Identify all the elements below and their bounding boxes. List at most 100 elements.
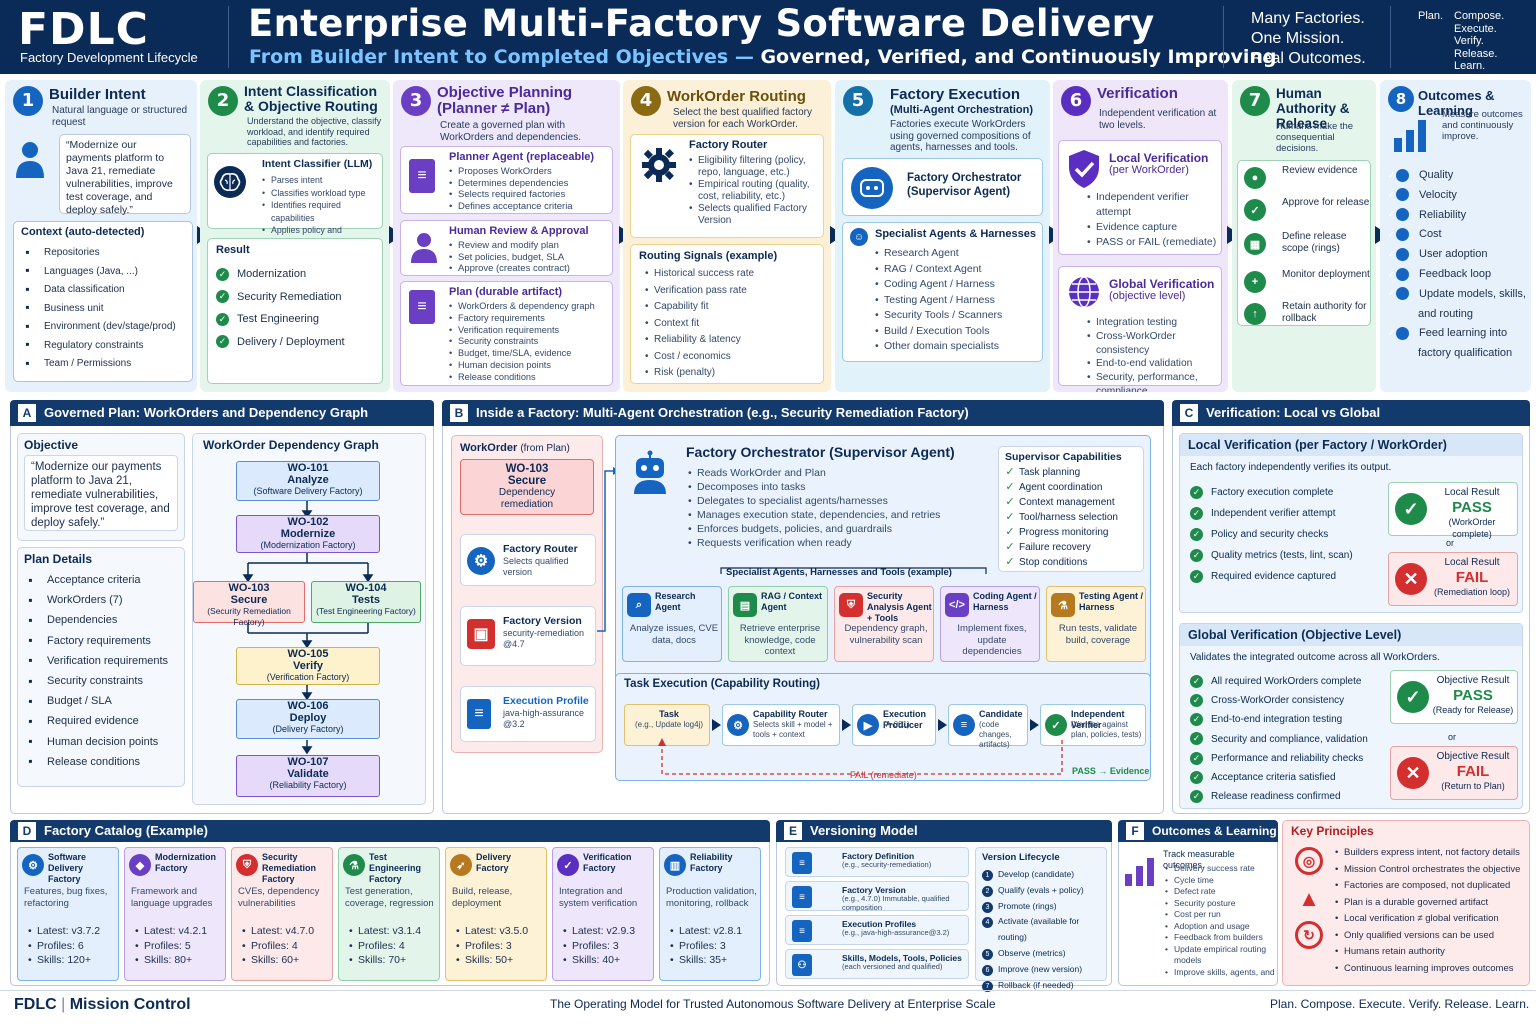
plan-detail-item: ▪Required evidence (24, 711, 178, 731)
outcome-item: ✓Velocity (1387, 188, 1457, 202)
local-verification-item: Evidence capture (1087, 220, 1217, 235)
step-title-line2: (Multi-Agent Orchestration) (890, 104, 1033, 116)
principle-item: Humans retain authority (1335, 944, 1527, 961)
intent-quote: “Modernize our payments platform to Java… (59, 134, 191, 216)
step-number: 8 (1388, 86, 1414, 112)
context-item: ▪Repositories (21, 244, 185, 263)
outcome-item: ✓Feedback loop (1387, 267, 1492, 281)
check-icon: ✓ (1190, 569, 1203, 583)
local-check-item: ✓Required evidence captured (1190, 566, 1353, 587)
step-title: Builder Intent (49, 86, 146, 103)
context-icon: ▪ (25, 263, 30, 278)
factory-stat: Skills: 40+ (563, 953, 653, 968)
check-icon: ✓ (1190, 732, 1203, 746)
local-verification-item: PASS or FAIL (remediate) (1087, 235, 1217, 250)
version-icon: ⚇ (792, 954, 812, 976)
factory-router-mini: ⚙ Factory Router Selects qualified versi… (460, 534, 596, 586)
human-review-card: Human Review & Approval Review and modif… (400, 220, 613, 276)
check-icon: ✓ (1388, 208, 1409, 222)
plan-detail-icon: ▪ (28, 754, 33, 769)
global-check-item: ✓Acceptance criteria satisfied (1190, 768, 1368, 787)
router-item: Empirical routing (quality, cost, reliab… (689, 179, 819, 203)
global-check-item: ✓Security and compliance, validation (1190, 730, 1368, 749)
gear-icon: ⚙ (467, 547, 495, 575)
specialist-item: Coding Agent / Harness (875, 277, 1036, 293)
outcome-metric: Cycle time (1165, 875, 1277, 887)
action-icon: + (1244, 271, 1266, 293)
step-number: 2 (208, 86, 238, 116)
principle-item: Factories are composed, not duplicated (1335, 878, 1527, 895)
orchestrator-item: Manages execution state, dependencies, a… (688, 508, 988, 522)
flow-arrow (842, 719, 851, 731)
plan-detail-icon: ▪ (28, 572, 33, 587)
context-card: Context (auto-detected) ▪Repositories▪La… (13, 221, 193, 382)
check-icon: ✓ (1190, 548, 1203, 562)
factory-stat: Profiles: 3 (563, 939, 653, 954)
outcome-item: ✓Quality (1387, 168, 1454, 182)
result-card: Result ✓Modernization✓Security Remediati… (207, 238, 383, 384)
step-number-icon: 4 (982, 917, 993, 929)
check-icon: ✓ (1190, 751, 1203, 765)
plan-item: Release conditions (449, 372, 608, 384)
step-description: Create a governed plan with WorkOrders a… (440, 120, 582, 143)
step-6-verification: 6 Verification Independent verification … (1053, 80, 1228, 392)
factory-stat: Skills: 80+ (135, 953, 225, 968)
user-icon (14, 140, 46, 180)
router-item: Selects qualified Factory Version (689, 203, 819, 227)
flow-arrow (1030, 719, 1039, 731)
version-icon: ≡ (792, 886, 812, 908)
global-check-item: ✓End-to-end integration testing (1190, 710, 1368, 729)
human-action-item: ▦Define release scope (rings) (1244, 231, 1368, 263)
plan-detail-icon: ▪ (28, 714, 33, 729)
routing-signal: Risk (penalty) (645, 365, 815, 382)
routing-signals-card: Routing Signals (example) Historical suc… (630, 244, 824, 384)
flow-arrow (938, 719, 947, 731)
shield-check-icon (1067, 149, 1101, 189)
planner-item: Defines acceptance criteria (449, 201, 608, 213)
factory-stat: Latest: v2.8.1 (670, 924, 760, 939)
action-icon: ● (1244, 167, 1266, 189)
routing-signal: Verification pass rate (645, 283, 815, 300)
global-check-item: ✓Cross-WorkOrder consistency (1190, 691, 1368, 710)
context-icon: ▪ (25, 337, 30, 352)
principle-item: Builders express intent, not factory det… (1335, 845, 1527, 862)
result-item: ✓Delivery / Deployment (216, 331, 374, 354)
step-description: Independent verification at two levels. (1099, 108, 1217, 131)
target-icon: ◎ (1295, 847, 1323, 875)
step-number-icon: 6 (982, 964, 993, 976)
check-icon: ✓ (1190, 674, 1203, 688)
step-number: 1 (13, 86, 43, 116)
version-icon: ≡ (792, 920, 812, 942)
local-verification-panel: Local Verification (per Factory / WorkOr… (1179, 433, 1523, 613)
logo: FDLC (18, 4, 149, 55)
step-description: Humans make the consequential decisions. (1276, 121, 1354, 154)
context-item: ▪Team / Permissions (21, 355, 185, 374)
context-icon: ▪ (25, 355, 30, 370)
check-icon: ✓ (216, 335, 229, 349)
plan-detail-item: ▪WorkOrders (7) (24, 590, 178, 610)
factory-stat: Latest: v3.1.4 (349, 924, 439, 939)
feedback-loop (658, 738, 1063, 775)
check-icon: ✓ (216, 267, 229, 281)
principle-item: Only qualified versions can be used (1335, 928, 1527, 945)
context-item: ▪Environment (dev/stage/prod) (21, 318, 185, 337)
factory-stat: Latest: v3.7.2 (28, 924, 118, 939)
step-title: WorkOrder Routing (667, 88, 806, 105)
plan-detail-item: ▪Acceptance criteria (24, 570, 178, 590)
classifier-item: Classifies workload type (262, 187, 378, 200)
specialist-icon: ⛨ (839, 593, 863, 617)
header: FDLC Factory Development Lifecycle Enter… (0, 0, 1536, 74)
global-check-item: ✓All required WorkOrders complete (1190, 672, 1368, 691)
